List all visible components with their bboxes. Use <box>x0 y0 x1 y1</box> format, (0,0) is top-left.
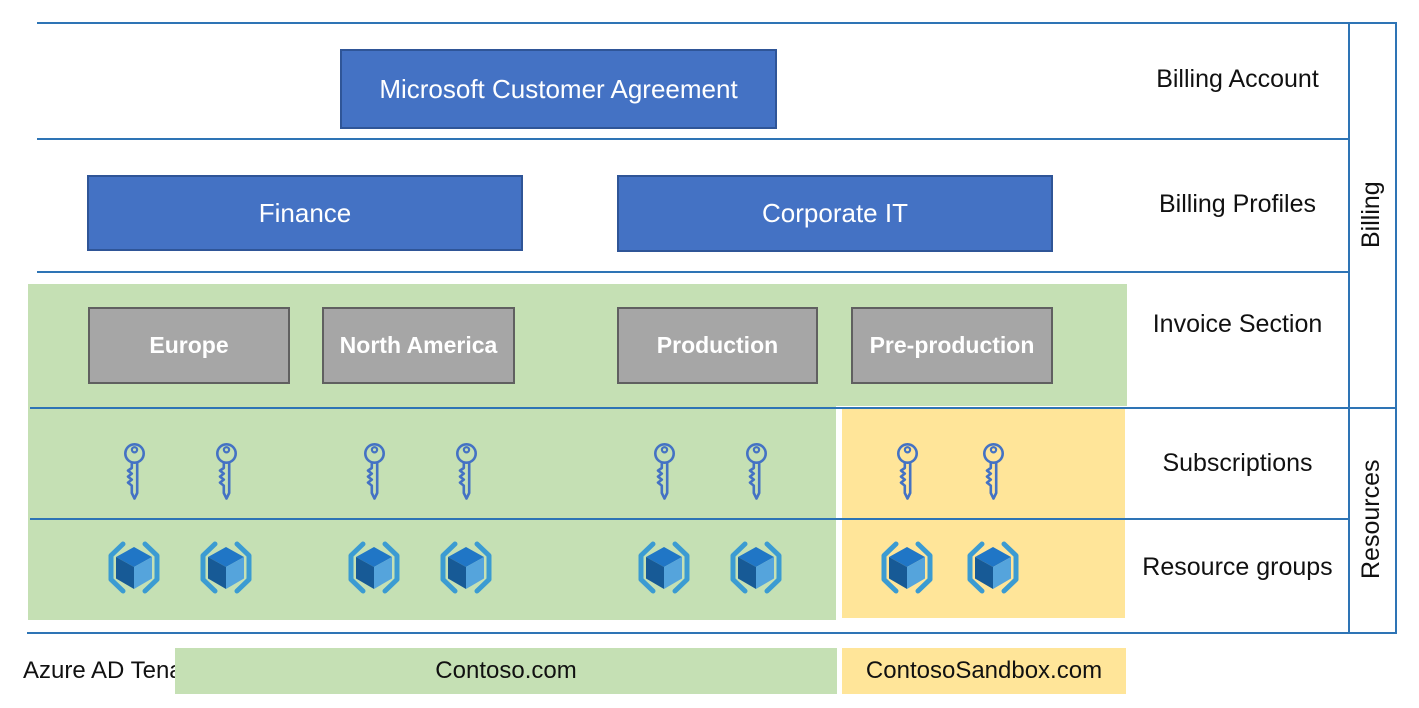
subscription-key-icon <box>121 442 148 504</box>
resource-group-cube-icon <box>962 539 1024 596</box>
subscription-key-icon <box>453 442 480 504</box>
subscription-key-icon <box>743 442 770 504</box>
resource-group-cube-icon <box>435 539 497 596</box>
subscription-key-icon <box>651 442 678 504</box>
invoice-section-box-north-america: North America <box>322 307 515 384</box>
outer-right-border <box>1395 22 1397 634</box>
invoice-section-pre-production-label: Pre-production <box>869 332 1035 358</box>
resource-group-cube-icon <box>103 539 165 596</box>
row-divider-subscriptions <box>30 518 1348 520</box>
resource-group-cube-icon <box>725 539 787 596</box>
resource-group-cube-icon <box>876 539 938 596</box>
tenant-contoso-sandbox-label: ContosoSandbox.com <box>865 657 1103 684</box>
row-label-billing-profiles: Billing Profiles <box>1158 190 1316 218</box>
resource-group-cube-icon <box>195 539 257 596</box>
invoice-section-production-label: Production <box>656 332 779 358</box>
tenant-contoso-label: Contoso.com <box>435 657 577 684</box>
group-label-resources: Resources <box>1357 459 1385 580</box>
subscription-key-icon <box>361 442 388 504</box>
group-label-billing: Billing <box>1357 181 1385 248</box>
row-divider-billing-profiles <box>37 271 1348 273</box>
tenant-bar-contoso-sandbox: ContosoSandbox.com <box>842 648 1126 694</box>
subscription-key-icon <box>894 442 921 504</box>
row-divider-top <box>37 22 1397 24</box>
subscription-key-icon <box>980 442 1007 504</box>
billing-profile-corporate-it-label: Corporate IT <box>762 198 908 228</box>
row-divider-billing-account <box>37 138 1348 140</box>
row-divider-invoice-section <box>30 407 1397 409</box>
row-label-resource-groups: Resource groups <box>1142 553 1333 581</box>
row-label-invoice-section: Invoice Section <box>1152 310 1323 338</box>
billing-profile-box-finance: Finance <box>87 175 523 251</box>
billing-account-box: Microsoft Customer Agreement <box>340 49 777 129</box>
resource-group-cube-icon <box>633 539 695 596</box>
invoice-section-box-production: Production <box>617 307 818 384</box>
invoice-section-north-america-label: North America <box>339 332 498 358</box>
billing-profile-box-corporate-it: Corporate IT <box>617 175 1053 252</box>
tenant-bar-contoso: Contoso.com <box>175 648 837 694</box>
row-divider-bottom <box>27 632 1397 634</box>
billing-account-box-label: Microsoft Customer Agreement <box>379 73 738 104</box>
contoso-tenant-green-region <box>28 406 836 620</box>
invoice-section-box-pre-production: Pre-production <box>851 307 1053 384</box>
row-label-subscriptions: Subscriptions <box>1162 449 1313 477</box>
invoice-section-box-europe: Europe <box>88 307 290 384</box>
resource-group-cube-icon <box>343 539 405 596</box>
invoice-section-europe-label: Europe <box>149 332 229 358</box>
label-column-divider <box>1348 22 1350 634</box>
subscription-key-icon <box>213 442 240 504</box>
row-label-billing-account: Billing Account <box>1156 65 1319 93</box>
billing-profile-finance-label: Finance <box>258 197 352 228</box>
